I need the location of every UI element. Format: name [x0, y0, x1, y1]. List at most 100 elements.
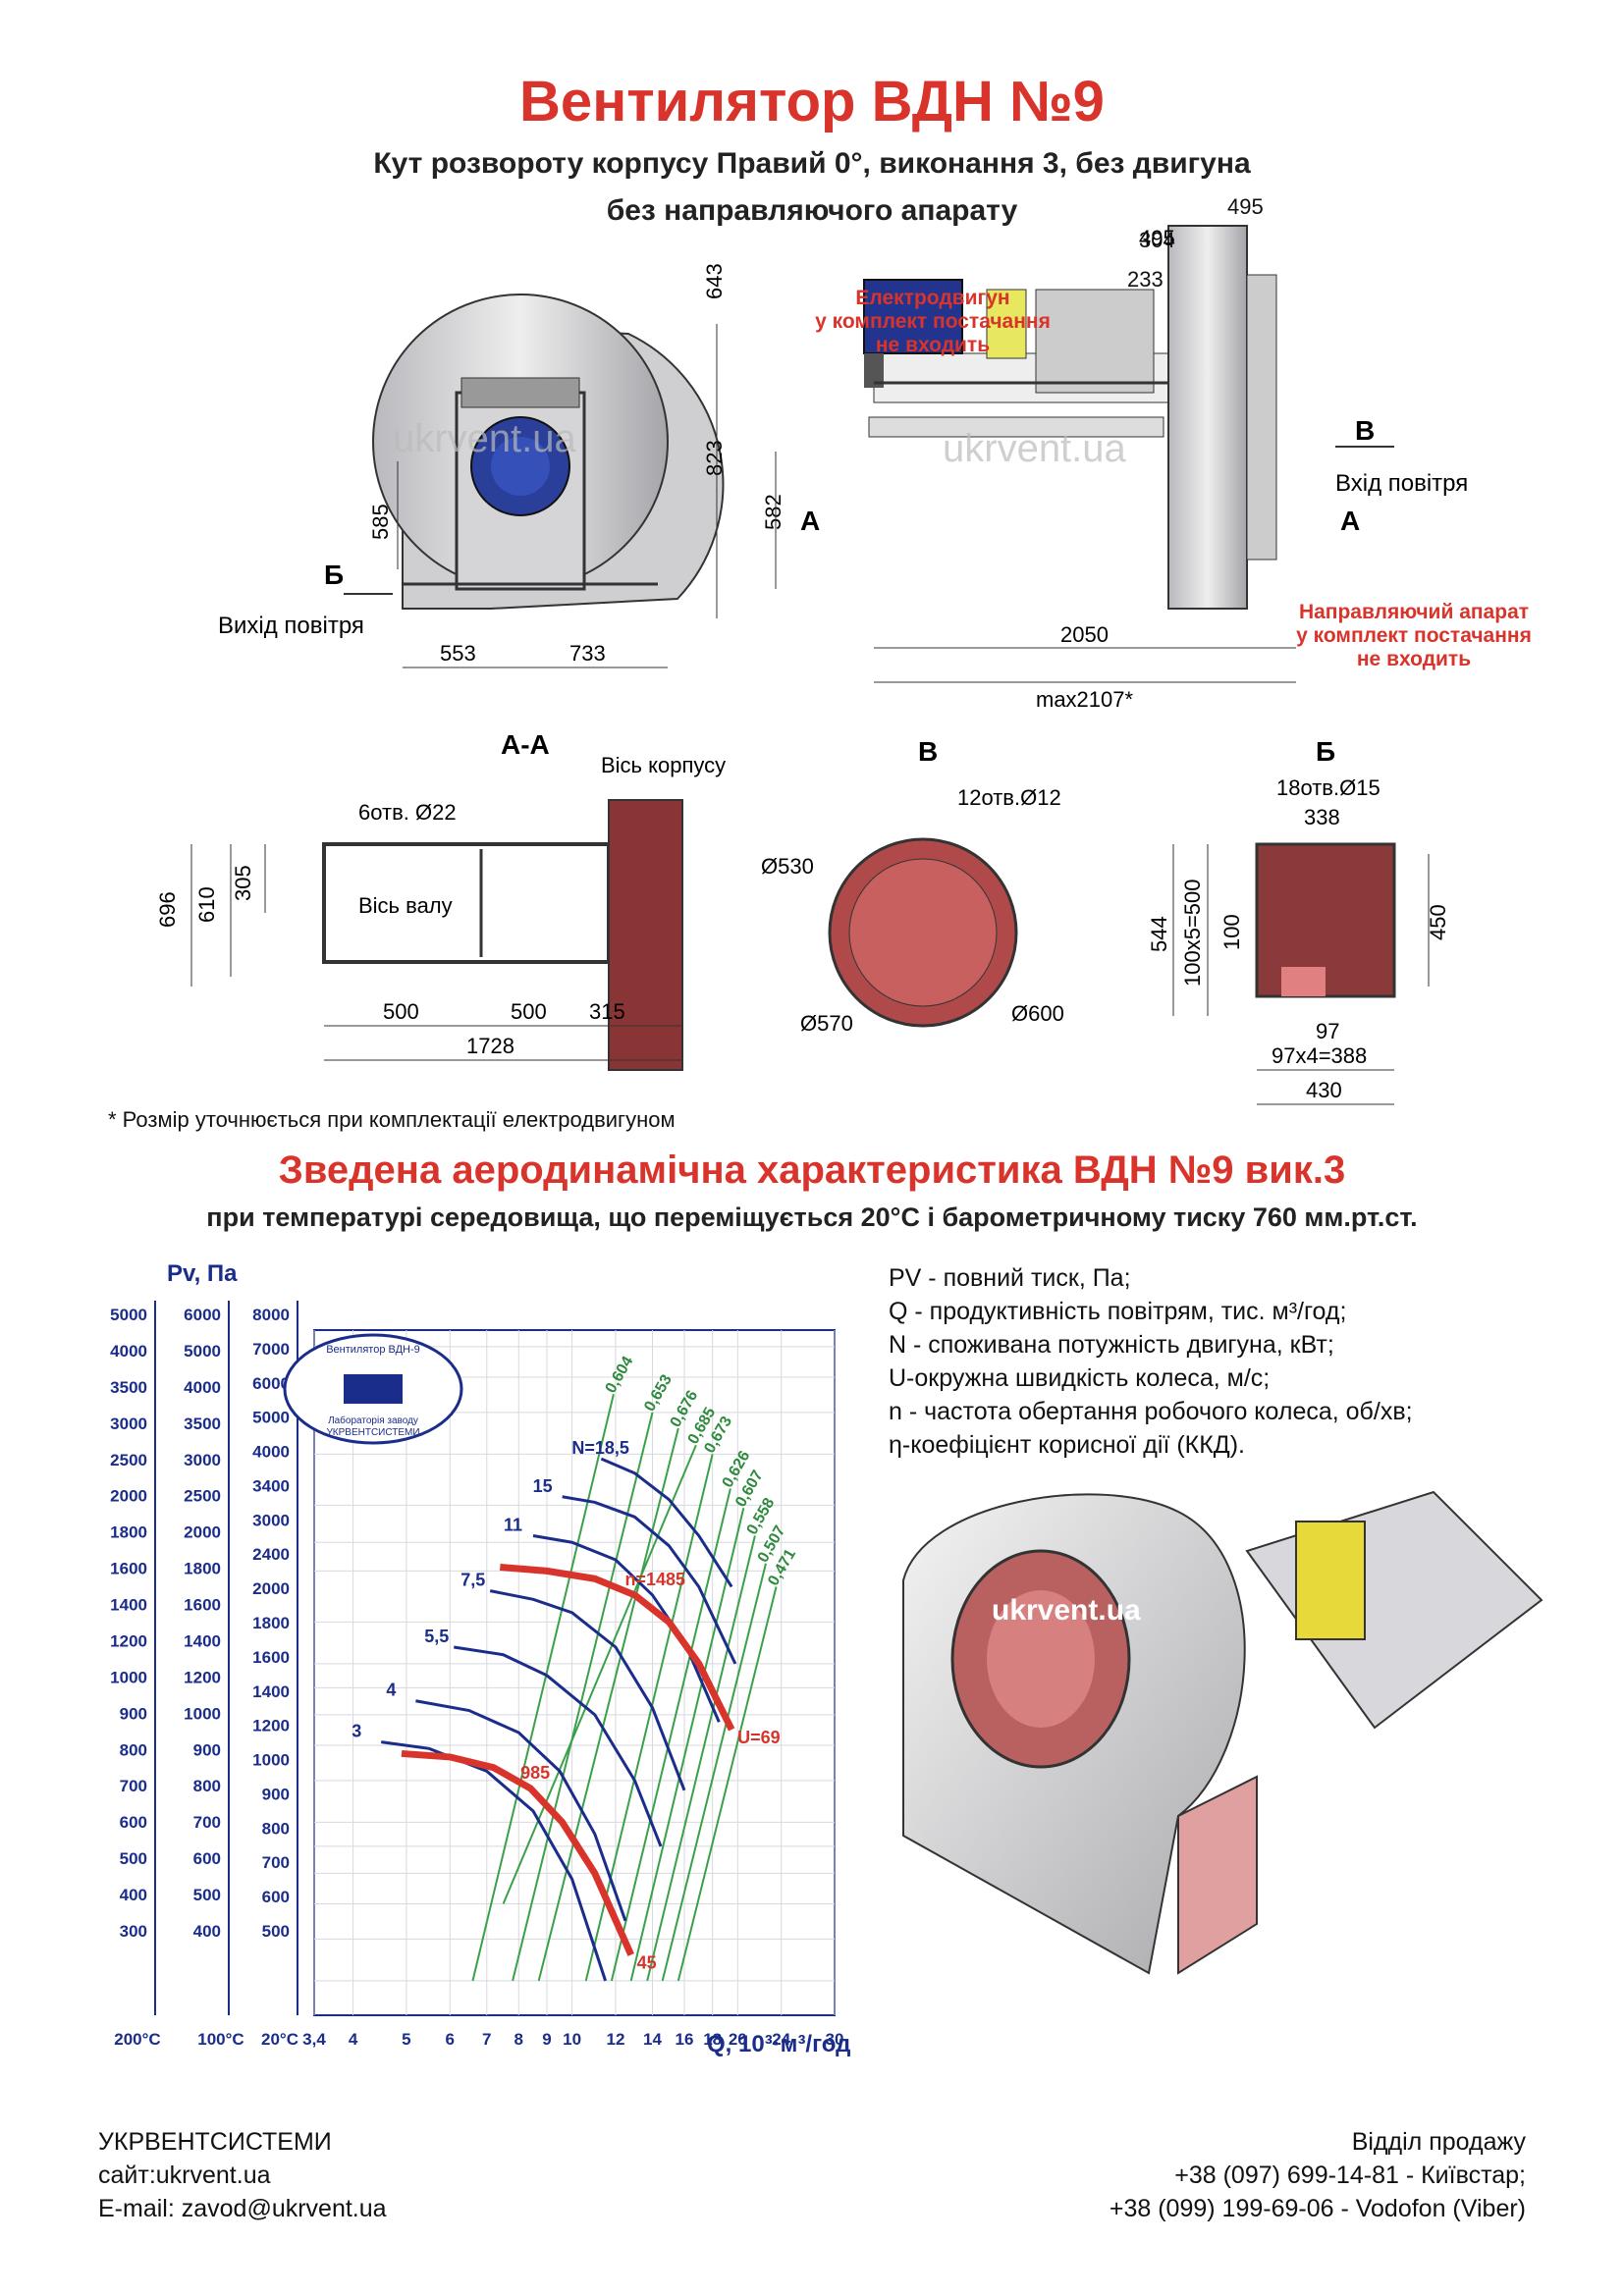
- speed-label: n=1485: [624, 1570, 685, 1589]
- chart-legend: PV - повний тиск, Па; Q - продуктивність…: [889, 1261, 1413, 1462]
- y-tick-label: 2500: [110, 1451, 147, 1469]
- y-tick-label: 5000: [184, 1342, 221, 1361]
- letter-a-right: А: [1340, 506, 1360, 536]
- footer-right: Відділ продажу +38 (097) 699-14-81 - Киї…: [1110, 2125, 1526, 2225]
- dim-495: 495: [1139, 226, 1175, 250]
- y-tick-label: 700: [120, 1777, 147, 1795]
- aa-dim-315: 315: [589, 999, 625, 1024]
- power-label: 5,5: [424, 1627, 449, 1646]
- x-tick-label: 8: [514, 2030, 523, 2049]
- legend-eta: η-коефіцієнт корисної дії (ККД).: [889, 1431, 1245, 1459]
- dim-233: 233: [1127, 267, 1164, 292]
- footer-left: УКРВЕНТСИСТЕМИ сайт:ukrvent.ua E-mail: z…: [98, 2125, 387, 2225]
- x-tick-label: 5: [402, 2030, 410, 2049]
- dim-495-top: 495: [1227, 194, 1264, 219]
- y-tick-label: 4000: [252, 1443, 290, 1462]
- note-guide: Направляючий апарат у комплект постачанн…: [1296, 601, 1532, 670]
- footer-phone-2[interactable]: +38 (099) 199-69-06 - Vodofon (Viber): [1109, 2195, 1526, 2222]
- legend-pv: PV - повний тиск, Па;: [889, 1264, 1131, 1292]
- y-tick-label: 2000: [110, 1487, 147, 1506]
- x-tick-label: 20: [729, 2030, 747, 2049]
- efficiency-line: [677, 1586, 778, 1982]
- x-tick-label: 16: [676, 2030, 694, 2049]
- y-tick-label: 500: [193, 1886, 221, 1904]
- dim-2050: 2050: [1060, 622, 1109, 647]
- speed-curves: [401, 1564, 735, 1956]
- y-tick-label: 800: [120, 1740, 147, 1759]
- b-dim-100x5: 100x5=500: [1180, 880, 1205, 988]
- dim-553: 553: [440, 641, 476, 666]
- u-label: 45: [637, 1952, 657, 1972]
- y-tick-label: 1200: [110, 1631, 147, 1650]
- chart-section-subtitle: при температурі середовища, що переміщує…: [206, 1202, 1418, 1232]
- y-tick-label: 1800: [110, 1523, 147, 1542]
- letter-a-left: А: [800, 506, 820, 536]
- b-dim-338: 338: [1304, 805, 1340, 829]
- y-tick-label: 1800: [184, 1560, 221, 1578]
- y-tick-label: 3400: [252, 1476, 290, 1495]
- x-tick-label: 10: [563, 2030, 581, 2049]
- x-tick-label: 6: [446, 2030, 455, 2049]
- y-tick-label: 1200: [252, 1717, 290, 1735]
- efficiency-line: [471, 1393, 615, 1982]
- y-tick-label: 3000: [252, 1511, 290, 1529]
- y-tick-label: 5000: [252, 1409, 290, 1427]
- section-b-title: Б: [1316, 736, 1335, 767]
- v-holes-label: 12отв.Ø12: [957, 785, 1061, 810]
- subtitle-1: Кут розвороту корпусу Правий 0°, виконан…: [373, 147, 1251, 180]
- svg-text:УКРВЕНТСИСТЕМИ: УКРВЕНТСИСТЕМИ: [326, 1427, 419, 1438]
- section-aa: А-А Вісь корпусу 6отв. Ø22 Вісь валу 696…: [155, 729, 726, 1071]
- section-aa-title: А-А: [501, 729, 550, 760]
- aa-dim-610: 610: [194, 886, 219, 923]
- y-tick-label: 2000: [184, 1523, 221, 1542]
- x-tick-label: 14: [643, 2030, 662, 2049]
- dim-643: 643: [702, 263, 727, 299]
- legend-u: U-окружна швидкість колеса, м/с;: [889, 1364, 1271, 1392]
- y-tick-label: 2400: [252, 1545, 290, 1564]
- y-tick-label: 2000: [252, 1579, 290, 1598]
- svg-text:Вентилятор ВДН-9: Вентилятор ВДН-9: [326, 1344, 420, 1356]
- y-tick-label: 700: [262, 1853, 290, 1872]
- aa-dim-305: 305: [231, 865, 255, 901]
- efficiency-lines: [471, 1393, 778, 1982]
- axis-body-label: Вісь корпусу: [601, 753, 726, 777]
- air-in-label: Вхід повітря: [1335, 470, 1468, 497]
- speed-curve: [500, 1564, 735, 1732]
- side-view: 495 582 2050 max2107* А А В Вхід повітря: [761, 225, 1468, 712]
- letter-v-side: В: [1355, 415, 1375, 446]
- plot-area: [313, 1329, 836, 2016]
- y-tick-label: 1600: [184, 1596, 221, 1615]
- efficiency-line: [629, 1508, 745, 1982]
- efficiency-line: [502, 1444, 697, 1904]
- footer-site[interactable]: сайт:ukrvent.ua: [98, 2162, 271, 2189]
- y-tick-label: 1000: [110, 1668, 147, 1686]
- footer-phone-1[interactable]: +38 (097) 699-14-81 - Київстар;: [1174, 2162, 1526, 2189]
- y-tick-label: 1600: [252, 1648, 290, 1667]
- front-view: 643 823 585 553 733 Б Вихід повітря: [218, 263, 727, 668]
- chart-xlabel: Q, 10³·м³/год: [707, 2031, 850, 2057]
- y-tick-label: 900: [262, 1785, 290, 1803]
- legend-n: N - споживана потужність двигуна, кВт;: [889, 1331, 1334, 1359]
- y-tick-label: 1400: [184, 1631, 221, 1650]
- b-dim-544: 544: [1147, 916, 1171, 952]
- footer-email[interactable]: E-mail: zavod@ukrvent.ua: [98, 2195, 387, 2222]
- svg-text:Лабораторія заводу: Лабораторія заводу: [328, 1415, 418, 1426]
- x-tick-label: 24: [772, 2030, 790, 2049]
- chart-ylabel: Pv, Па: [167, 1260, 238, 1287]
- y-tick-label: 1200: [184, 1668, 221, 1686]
- power-curve: [600, 1457, 733, 1588]
- x-tick-label: 18: [703, 2030, 722, 2049]
- sections-drawing: А-А Вісь корпусу 6отв. Ø22 Вісь валу 696…: [155, 729, 1450, 1105]
- v-d570: Ø570: [800, 1011, 853, 1036]
- y-tick-label: 800: [262, 1819, 290, 1838]
- y-tick-label: 6000: [252, 1374, 290, 1393]
- y-tick-label: 3500: [184, 1415, 221, 1433]
- page-title: Вентилятор ВДН №9: [519, 70, 1105, 133]
- dim-582: 582: [761, 494, 785, 530]
- letter-b-front: Б: [324, 560, 344, 590]
- fan-3d-render: ukrvent.ua: [902, 1490, 1543, 1975]
- legend-rpm: n - частота обертання робочого колеса, о…: [889, 1398, 1413, 1425]
- y-tick-label: 1400: [252, 1682, 290, 1701]
